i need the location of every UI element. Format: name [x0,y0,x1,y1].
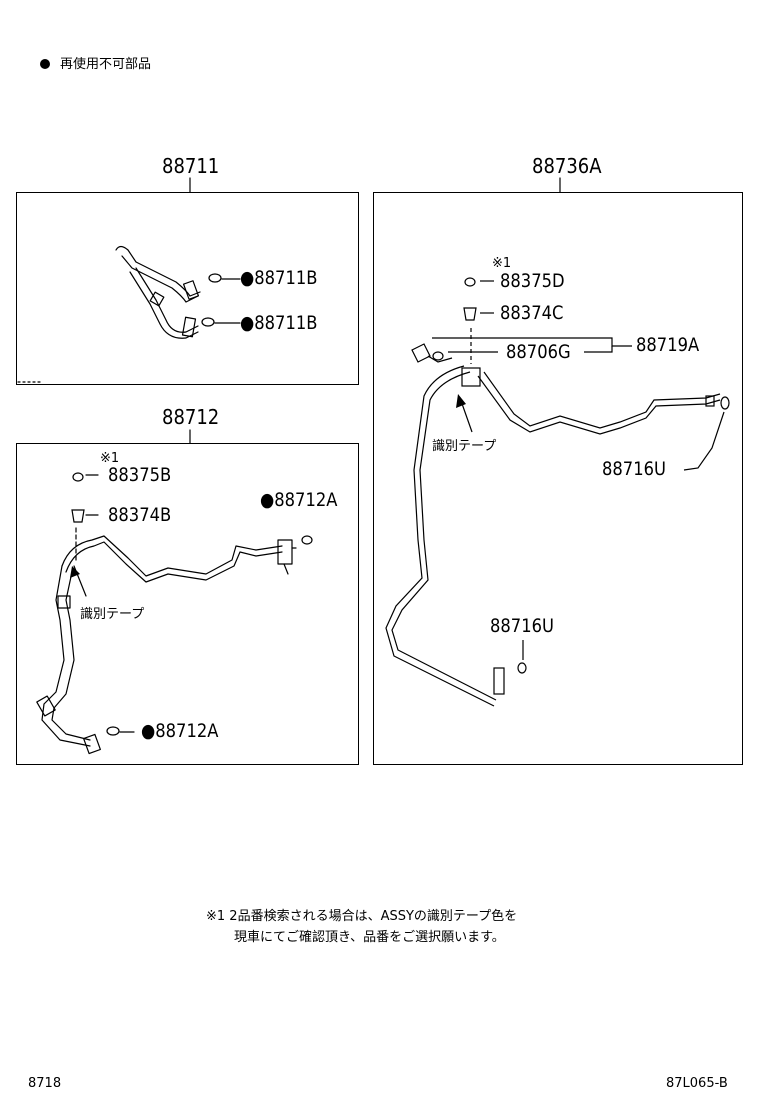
part-label-88719a[interactable]: 88719A [636,334,700,356]
oring-88711b-bottom[interactable] [201,317,215,327]
id-tape-label-88736a: 識別テープ [432,439,497,454]
legend-text: 再使用不可部品 [60,57,152,72]
cap-88375b[interactable] [72,472,84,482]
oring-88711b-top[interactable] [208,273,222,283]
part-label-88375b[interactable]: 88375B [108,464,172,486]
id-tape-label-88712: 識別テープ [80,607,145,622]
note-line-2: 現車にてご確認頂き、品番をご選択願います。 [234,930,505,945]
legend: 再使用不可部品 [40,53,151,72]
part-label-88712a-top[interactable]: ●88712A [260,489,338,511]
pipe-88711[interactable] [115,245,201,339]
part-label-88374c[interactable]: 88374C [500,302,564,324]
oring-88716u-top[interactable] [720,396,730,410]
gasket-88706g[interactable] [432,351,444,361]
leader-88719a [432,337,632,347]
oring-88716u-bottom[interactable] [517,662,527,674]
group-title-88736a[interactable]: 88736A [532,154,602,178]
valve-88374b[interactable] [71,509,85,523]
pipe-88736a[interactable] [385,343,721,707]
group-title-88712[interactable]: 88712 [162,405,220,429]
leader-88719a-b [584,346,613,353]
oring-88712a-top[interactable] [301,535,313,545]
part-label-88712a-bottom[interactable]: ●88712A [141,720,219,742]
group-box-88712 [16,443,359,765]
oring-88712a-bottom[interactable] [106,726,120,736]
bullet-icon [40,59,50,69]
group-box-88736a [373,192,743,765]
part-label-88706g[interactable]: 88706G [506,341,571,363]
reference-mark-88736a: ※1 [492,256,512,271]
group-box-88711 [16,192,359,385]
part-label-88711b-1[interactable]: ●88711B [240,267,318,289]
part-label-88711b-2[interactable]: ●88711B [240,312,318,334]
valve-88374c[interactable] [463,307,477,321]
leader-88716u-1 [683,411,725,471]
part-label-88716u-top[interactable]: 88716U [602,458,666,480]
note-line-1: ※1 2品番検索される場合は、ASSYの識別テープ色を [206,909,518,924]
group-title-88711[interactable]: 88711 [162,154,220,178]
reference-mark-88712: ※1 [100,451,120,466]
footer-page-code: 8718 [28,1076,62,1091]
arrowhead-tape-88712 [70,566,80,578]
footer-figure-code: 87L065-B [666,1076,728,1091]
pipe-88712[interactable] [36,535,297,755]
cap-88375d[interactable] [464,277,476,287]
part-label-88374b[interactable]: 88374B [108,504,172,526]
arrowhead-tape-88736a [456,394,466,408]
part-label-88375d[interactable]: 88375D [500,270,565,292]
part-label-88716u-bottom[interactable]: 88716U [490,615,554,637]
